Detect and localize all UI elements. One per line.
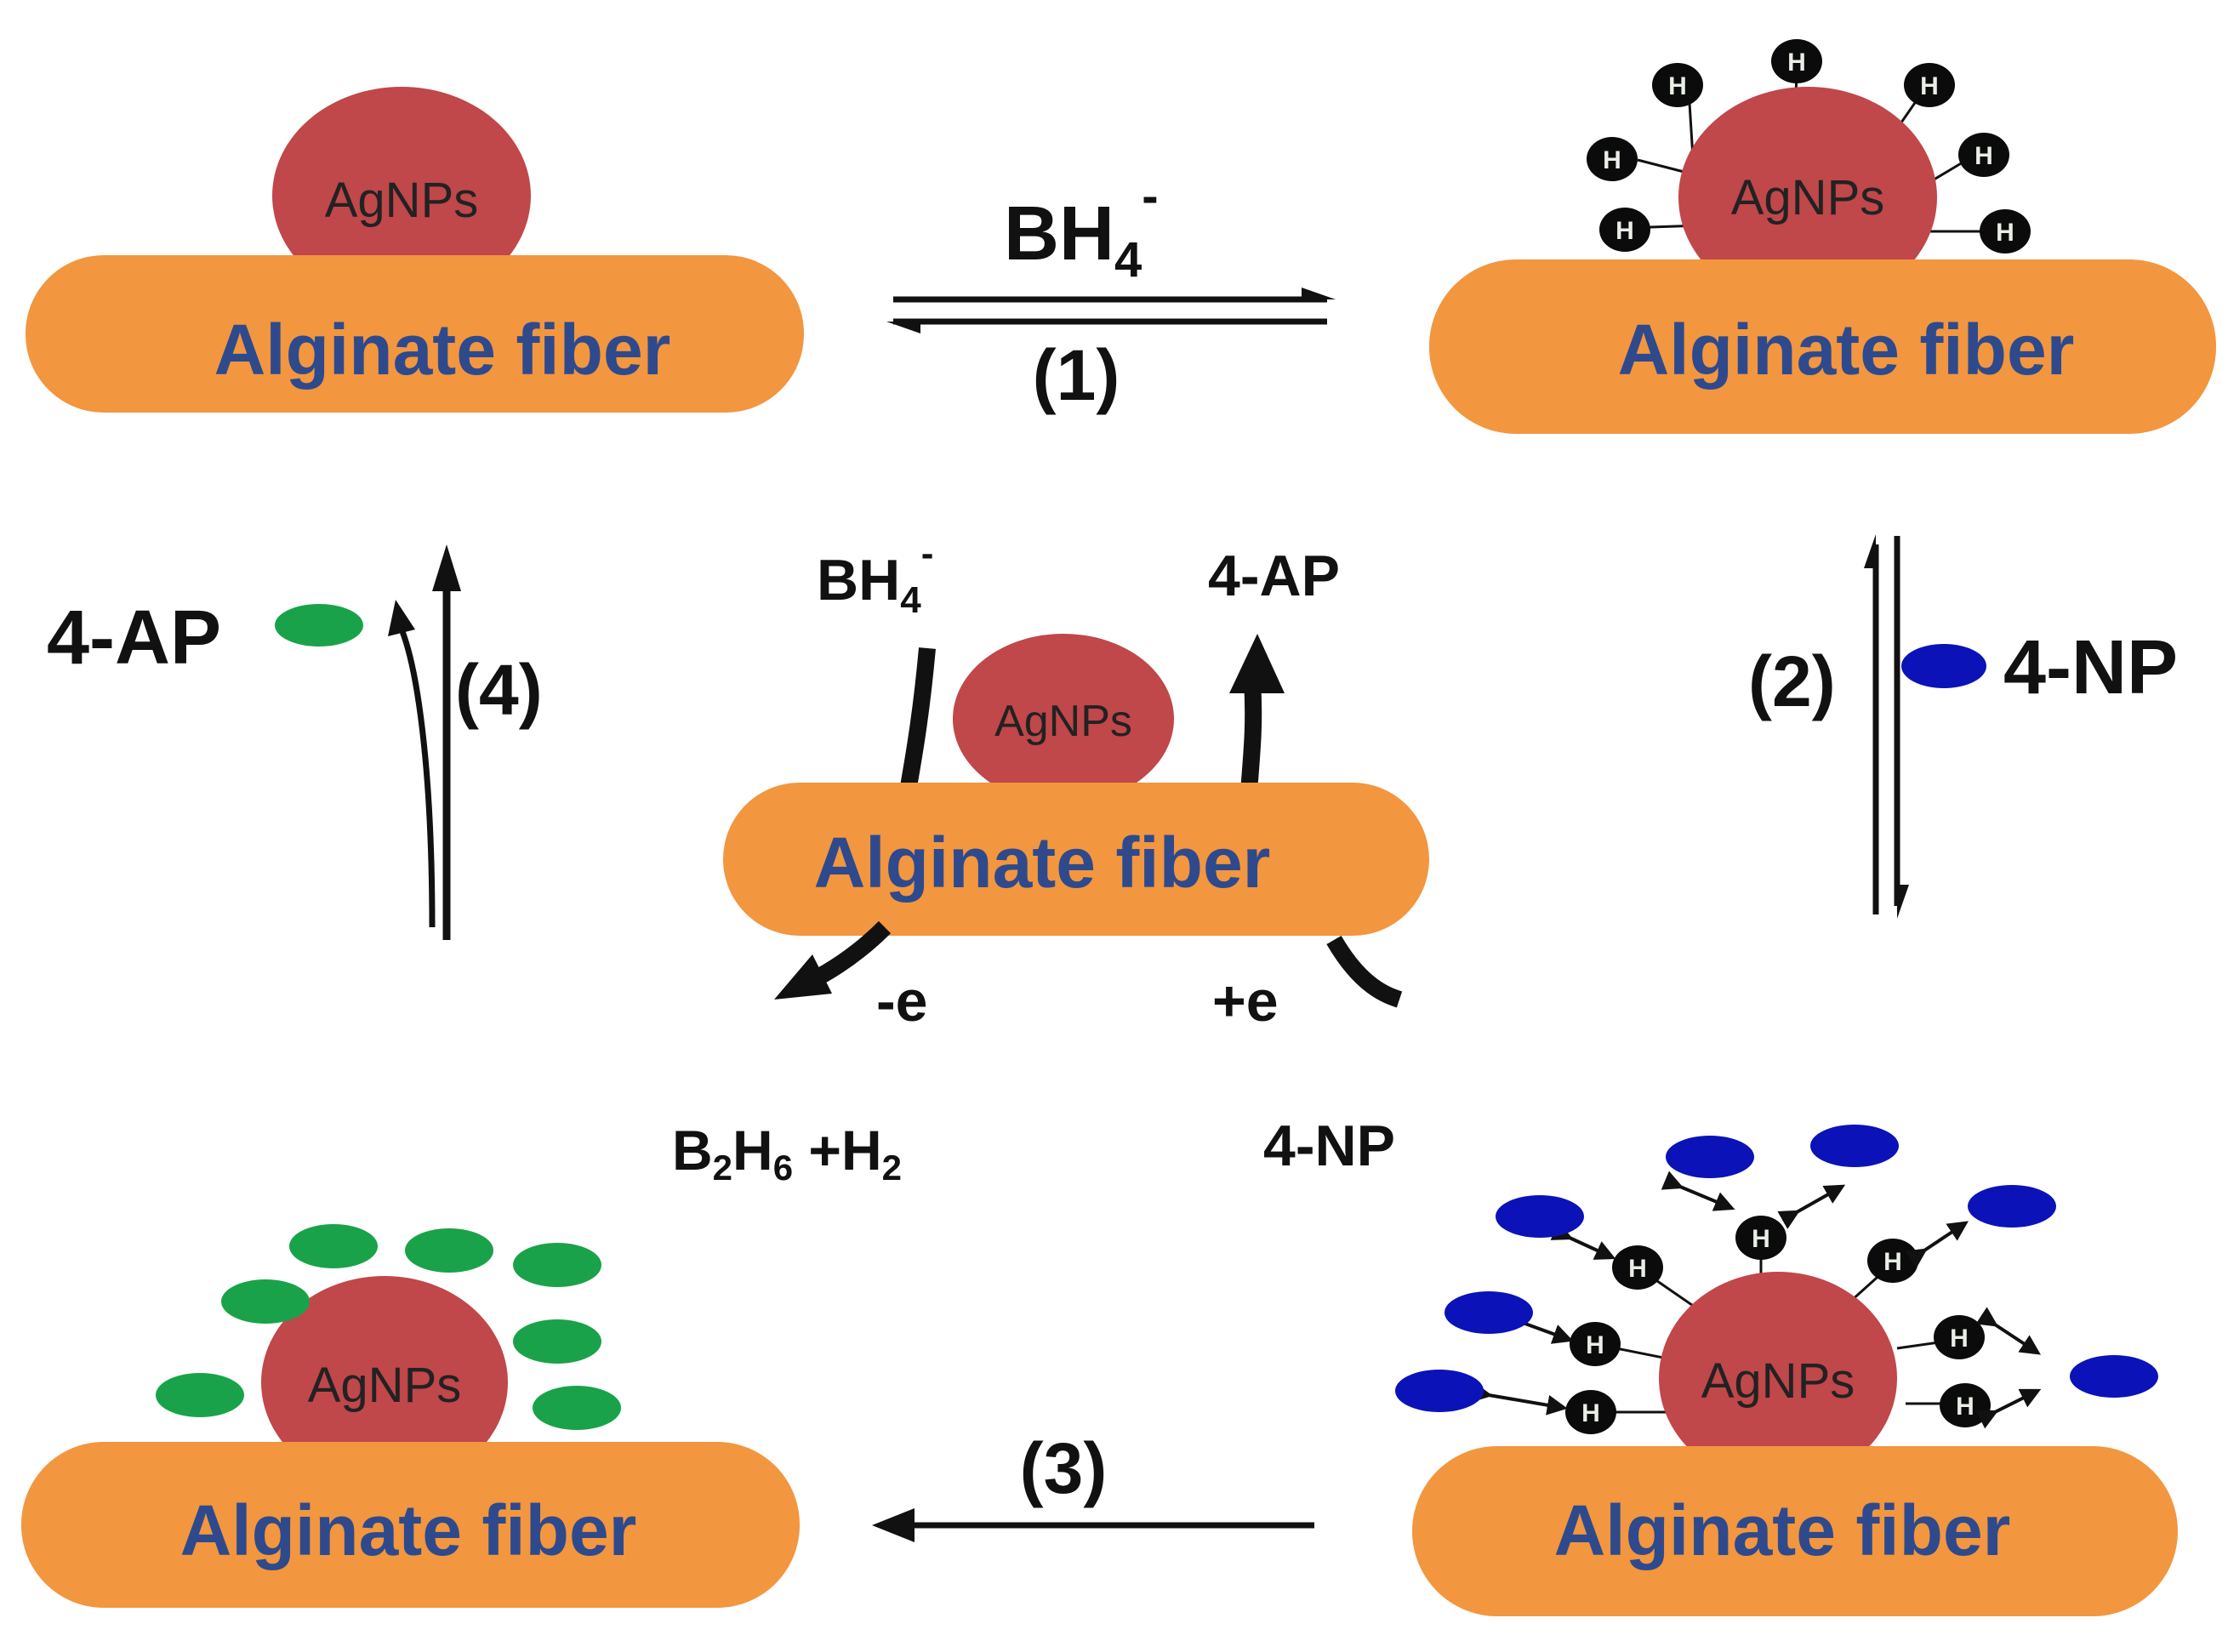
nitrophenol-molecule xyxy=(1395,1370,1484,1412)
hydrogen-atom: H xyxy=(1652,63,1703,107)
svg-text:H: H xyxy=(1586,1331,1604,1359)
step2-equilibrium: (2) 4-NP xyxy=(1748,534,2178,919)
alginate-fiber xyxy=(21,1442,800,1608)
svg-text:H: H xyxy=(1920,72,1939,100)
svg-text:H: H xyxy=(1950,1324,1969,1353)
aminophenol-molecule xyxy=(156,1373,244,1417)
svg-text:H: H xyxy=(1883,1248,1902,1276)
particle-label: AgNPs xyxy=(1731,170,1885,225)
svg-text:H: H xyxy=(1787,48,1806,77)
nitrophenol-molecule xyxy=(1901,644,1986,688)
aminophenol-molecule xyxy=(513,1319,601,1364)
alginate-fiber xyxy=(1412,1446,2178,1616)
fiber-label: Alginate fiber xyxy=(214,310,671,390)
silver-nanoparticle xyxy=(1678,87,1937,308)
center-aminophenol-label: 4-AP xyxy=(1208,544,1340,608)
particle-label: AgNPs xyxy=(325,173,479,228)
hydrogen-atom: H xyxy=(1735,1216,1786,1260)
hydrogen-atom: H xyxy=(1980,209,2031,253)
reactant-molecule-group xyxy=(1395,1125,2158,1412)
aminophenol-molecule xyxy=(513,1243,601,1287)
particle-label: AgNPs xyxy=(308,1358,462,1413)
silver-nanoparticle xyxy=(1659,1272,1897,1484)
interaction-arrows xyxy=(1471,1171,2042,1429)
step2-label: (2) xyxy=(1748,641,1836,721)
panel-bare-particle: AgNPs Alginate fiber xyxy=(26,87,804,413)
electron-loss-label: -e xyxy=(876,969,927,1034)
fiber-label: Alginate fiber xyxy=(180,1490,637,1570)
fiber-label: Alginate fiber xyxy=(1554,1490,2011,1570)
step3-label: (3) xyxy=(1020,1428,1108,1508)
svg-text:H: H xyxy=(1996,219,2014,247)
nitrophenol-molecule xyxy=(2070,1355,2158,1398)
adsorbed-hydrogen-group: H H H H H H H xyxy=(1565,1216,1991,1434)
nitrophenol-label: 4-NP xyxy=(2003,625,2178,710)
svg-text:H: H xyxy=(1668,72,1687,100)
step3-reduction: (3) xyxy=(872,1428,1314,1542)
center-borohydride-label: BH4- xyxy=(817,533,933,621)
nitrophenol-molecule xyxy=(1810,1125,1899,1167)
particle-label: AgNPs xyxy=(1701,1353,1855,1409)
particle-label: AgNPs xyxy=(994,697,1132,746)
aminophenol-molecule xyxy=(221,1279,310,1324)
hydrogen-atom: H xyxy=(1867,1239,1918,1283)
product-molecule-group xyxy=(156,1224,621,1430)
panel-hydride-particle: AgNPs Alginate fiber H H H H H H H xyxy=(1429,39,2216,434)
hydrogen-atom: H xyxy=(1599,208,1650,252)
hydrogen-atom: H xyxy=(1934,1315,1985,1359)
hydrogen-atom: H xyxy=(1587,137,1638,181)
svg-text:H: H xyxy=(1581,1399,1600,1427)
aminophenol-molecule xyxy=(289,1224,378,1268)
nitrophenol-molecule xyxy=(1666,1136,1754,1178)
hydrogen-atom: H xyxy=(1612,1245,1663,1290)
silver-nanoparticle xyxy=(261,1276,508,1489)
step4-label: (4) xyxy=(455,650,543,730)
hydrogen-atom: H xyxy=(1904,63,1955,107)
silver-nanoparticle xyxy=(953,634,1174,804)
byproduct-label: B2H6 +H2 xyxy=(672,1119,902,1188)
svg-text:H: H xyxy=(1752,1225,1770,1253)
alginate-fiber xyxy=(26,255,804,413)
alginate-fiber xyxy=(1429,259,2216,434)
hydrogen-atom: H xyxy=(1940,1383,1991,1427)
svg-text:H: H xyxy=(1974,142,1993,170)
panel-reactant-particle: AgNPs Alginate fiber H H H H H H H xyxy=(1395,1125,2178,1616)
hydrogen-atom: H xyxy=(1771,39,1822,83)
fiber-label: Alginate fiber xyxy=(814,823,1271,903)
nitrophenol-molecule xyxy=(1496,1195,1584,1238)
svg-text:H: H xyxy=(1603,146,1621,174)
aminophenol-molecule xyxy=(533,1386,621,1430)
hydrogen-atom: H xyxy=(1570,1322,1621,1366)
nitrophenol-molecule xyxy=(1968,1185,2056,1228)
aminophenol-molecule xyxy=(275,604,363,647)
alginate-fiber xyxy=(723,783,1429,936)
panel-center-mechanism: AgNPs Alginate fiber BH4- 4-AP -e +e B2H… xyxy=(672,533,1429,1188)
fiber-label: Alginate fiber xyxy=(1618,310,2075,390)
hydrogen-atom: H xyxy=(1565,1390,1616,1434)
step1-equilibrium: BH4- (1) xyxy=(886,168,1336,415)
svg-text:H: H xyxy=(1956,1393,1974,1421)
center-nitrophenol-label: 4-NP xyxy=(1263,1114,1395,1178)
panel-product-particle: AgNPs Alginate fiber xyxy=(21,1224,800,1608)
step4-release: (4) 4-AP xyxy=(47,544,543,940)
adsorbed-hydrogen-group: H H H H H H H xyxy=(1587,39,2031,253)
aminophenol-molecule xyxy=(405,1228,493,1273)
silver-nanoparticle xyxy=(272,87,531,305)
svg-text:H: H xyxy=(1628,1255,1647,1283)
hydrogen-atom: H xyxy=(1958,133,2009,177)
aminophenol-label: 4-AP xyxy=(47,595,221,681)
step1-label: (1) xyxy=(1033,335,1120,415)
electron-gain-label: +e xyxy=(1212,969,1279,1034)
nitrophenol-molecule xyxy=(1444,1291,1533,1334)
borohydride-label: BH4- xyxy=(1004,168,1159,288)
svg-text:H: H xyxy=(1615,217,1634,245)
